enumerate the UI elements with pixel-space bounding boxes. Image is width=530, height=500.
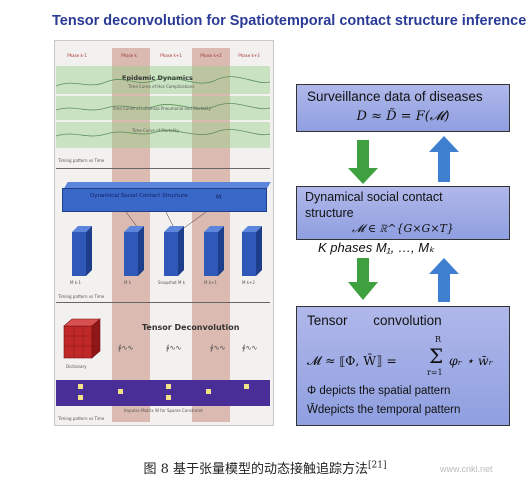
epidemic-dynamics-title: Epidemic Dynamics bbox=[122, 74, 193, 82]
dynamical-structure-bar bbox=[62, 188, 267, 212]
dynamical-structure-symbol: M bbox=[216, 194, 222, 201]
tensor-formula-lower: r=1 bbox=[427, 368, 443, 377]
tensor-box-title-word1: Tensor bbox=[307, 313, 348, 328]
matrix-cube bbox=[164, 226, 184, 276]
figure-title: Tensor deconvolution for Spatiotemporal … bbox=[52, 13, 527, 29]
matrix-cube bbox=[242, 226, 262, 276]
caption-reference: [21] bbox=[368, 460, 387, 471]
axis-label: Timing pattern vs Time bbox=[58, 416, 105, 421]
impulse-matrix-dots bbox=[78, 384, 249, 400]
figure-caption: 图 8 基于张量模型的动态接触追踪方法[21] bbox=[0, 458, 530, 477]
svg-text:∮∿∿: ∮∿∿ bbox=[242, 344, 258, 352]
matrix-label: M k bbox=[124, 280, 132, 285]
tensor-box-title-word2: convolution bbox=[373, 313, 442, 328]
tensor-formula-lhs: 𝓜 ≈ ⟦Φ, W̄⟧ = bbox=[307, 353, 397, 368]
tensor-formula-rhs: φᵣ ⋆ w̄ᵣ bbox=[449, 353, 493, 368]
dictionary-cube bbox=[63, 318, 101, 359]
axis-label: Timing pattern vs Time bbox=[58, 158, 105, 163]
divider bbox=[56, 302, 270, 303]
matrix-label: M k-1 bbox=[70, 280, 82, 285]
arrow-up-icon bbox=[429, 136, 459, 182]
w-text: W̄depicts the temporal pattern bbox=[307, 404, 461, 416]
arrow-up-icon bbox=[429, 258, 459, 302]
dynamical-title: Dynamical social contact bbox=[305, 190, 443, 204]
matrix-cube bbox=[124, 226, 144, 276]
surveillance-box: Surveillance data of diseases D ≈ D̃ = F… bbox=[296, 84, 510, 132]
tensor-deconvolution-title: Tensor Deconvolution bbox=[142, 323, 240, 332]
epidemic-band-2 bbox=[56, 96, 270, 120]
caption-text: 图 8 基于张量模型的动态接触追踪方法 bbox=[143, 462, 369, 477]
matrix-cube bbox=[72, 226, 92, 276]
phase-label: Phase k+1 bbox=[160, 53, 182, 58]
phase-label: Phase k+2 bbox=[200, 53, 222, 58]
tensor-formula: 𝓜 ≈ ⟦Φ, W̄⟧ = R Σ r=1 φᵣ ⋆ w̄ᵣ bbox=[307, 335, 507, 381]
impulse-matrix bbox=[56, 380, 270, 406]
phase-header: Phase k-1 Phase k Phase k+1 Phase k+2 Ph… bbox=[56, 50, 270, 62]
matrix-label: M k+1 bbox=[204, 280, 217, 285]
arrows bbox=[348, 136, 459, 302]
svg-text:∮∿∿: ∮∿∿ bbox=[166, 344, 182, 352]
dynamical-structure-bar-top bbox=[64, 182, 271, 188]
axis-label: Timing pattern vs Time bbox=[58, 294, 105, 299]
dynamical-formula: 𝓜 ∈ ℝ^{G×G×T} bbox=[352, 222, 454, 235]
phase-label: Phase k+3 bbox=[238, 53, 260, 58]
tensor-formula-sum: Σ bbox=[429, 344, 444, 368]
dynamical-box: Dynamical social contact structure 𝓜 ∈ ℝ… bbox=[296, 186, 510, 240]
dynamical-structure-label: Dynamical Social Contact Structure bbox=[90, 193, 188, 199]
svg-text:∮∿∿: ∮∿∿ bbox=[118, 344, 134, 352]
phase-label: Phase k bbox=[121, 53, 137, 58]
epidemic-band-3 bbox=[56, 122, 270, 148]
matrix-label: M k+2 bbox=[242, 280, 255, 285]
epidemic-series-label: Time Curve of Mortality bbox=[132, 128, 179, 133]
phases-text: K phases M₁, …, Mₖ bbox=[318, 240, 435, 255]
watermark: www.cnki.net bbox=[440, 464, 493, 474]
tensor-box-title: Tensor convolution bbox=[307, 313, 442, 328]
dictionary-label: Dictionary bbox=[66, 364, 87, 369]
divider bbox=[56, 168, 270, 169]
epidemic-series-label: Time Curve of Influenza Pneumonia and Mo… bbox=[112, 106, 211, 111]
matrix-cube bbox=[204, 226, 224, 276]
arrow-down-icon bbox=[348, 258, 378, 300]
surveillance-title: Surveillance data of diseases bbox=[307, 89, 483, 104]
tensor-box: Tensor convolution 𝓜 ≈ ⟦Φ, W̄⟧ = R Σ r=1… bbox=[296, 306, 510, 426]
phase-label: Phase k-1 bbox=[67, 53, 87, 58]
dynamical-title-line2: structure bbox=[305, 206, 354, 220]
surveillance-formula: D ≈ D̃ = F(𝓜) bbox=[356, 109, 450, 124]
epidemic-curves bbox=[56, 76, 270, 137]
matrix-cubes bbox=[72, 212, 262, 276]
epidemic-band-1 bbox=[56, 66, 270, 94]
convolution-glyphs: ∮∿∿ ∮∿∿ ∮∿∿ ∮∿∿ bbox=[118, 344, 258, 352]
arrow-down-icon bbox=[348, 140, 378, 184]
matrix-label: Snapshot M k bbox=[158, 280, 186, 285]
impulse-label: Impulse Matrix W for Sparse Constraint bbox=[124, 408, 203, 413]
tensor-formula-upper: R bbox=[435, 335, 442, 344]
epidemic-series-label: Time Curve of Hos Complications bbox=[128, 84, 195, 89]
phi-text: Φ depicts the spatial pattern bbox=[307, 385, 451, 397]
svg-text:∮∿∿: ∮∿∿ bbox=[210, 344, 226, 352]
